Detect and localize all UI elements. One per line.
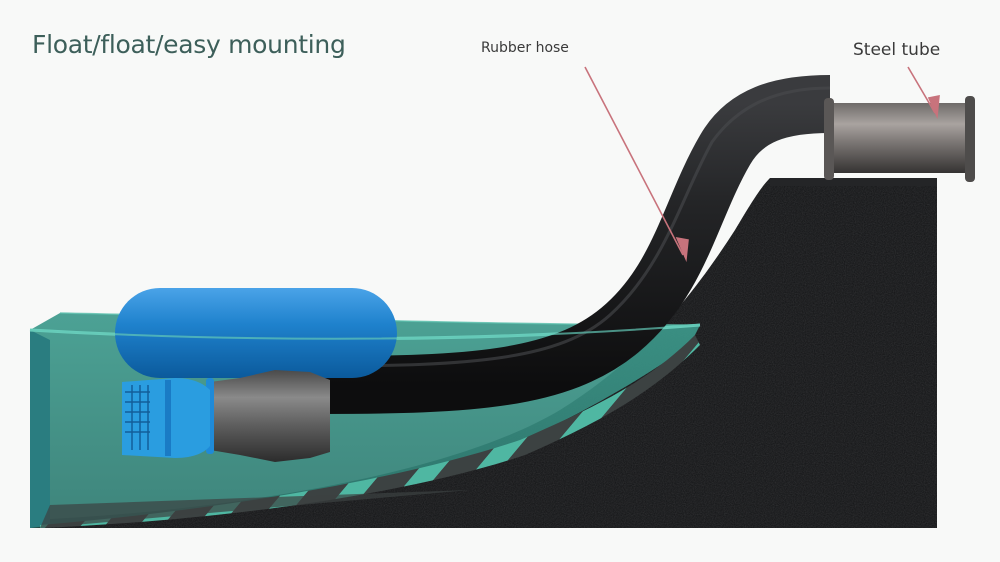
rubber-hose bbox=[319, 75, 831, 414]
rubber-hose-label: Rubber hose bbox=[481, 40, 569, 56]
diagram-title: Float/float/easy mounting bbox=[32, 30, 346, 59]
steel-tube-arrow bbox=[907, 66, 940, 120]
steel-tube-label: Steel tube bbox=[853, 40, 941, 60]
rubber-hose-arrow bbox=[584, 66, 689, 263]
embankment bbox=[30, 178, 937, 528]
pump-body bbox=[206, 370, 330, 462]
strainer bbox=[122, 378, 210, 458]
steel-tube bbox=[824, 96, 975, 182]
float bbox=[29, 288, 701, 378]
